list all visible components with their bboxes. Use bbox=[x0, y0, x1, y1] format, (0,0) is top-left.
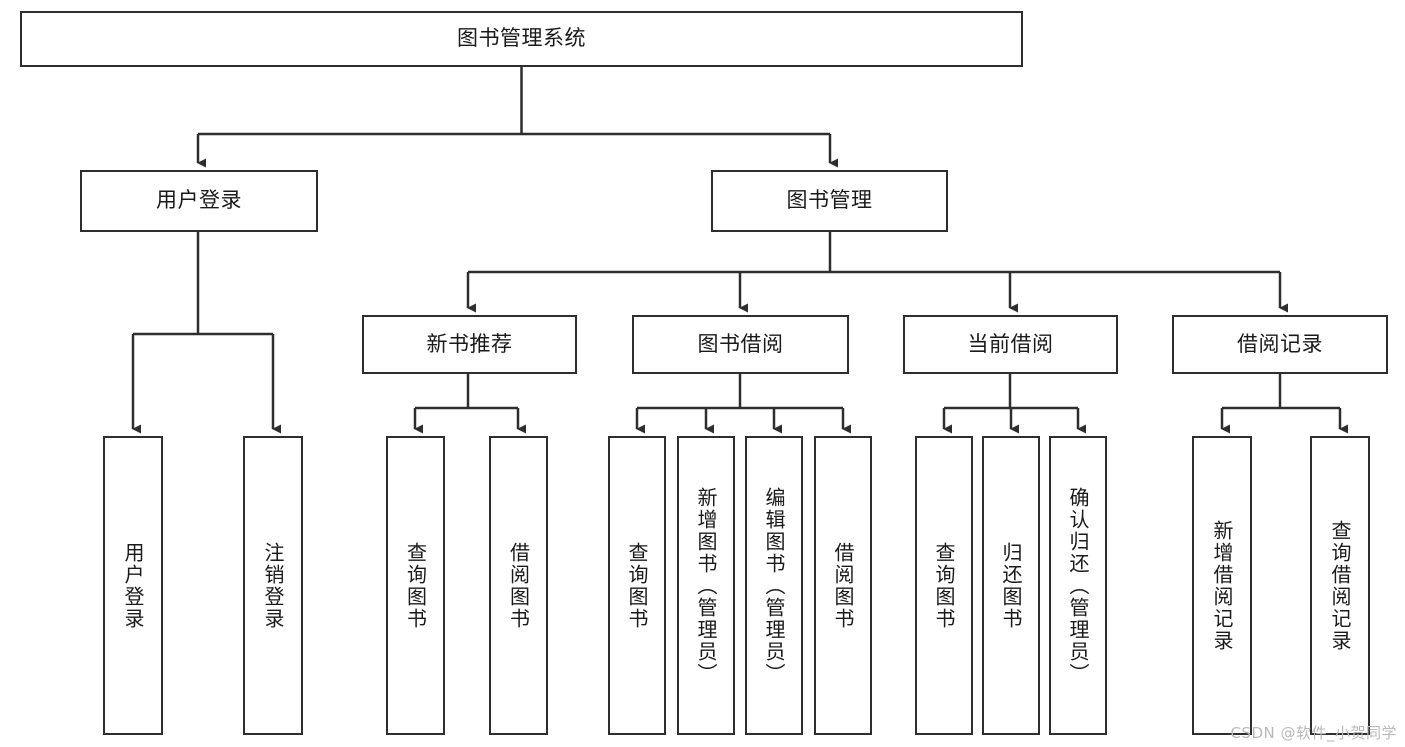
node-new-book-rec[interactable]: 新书推荐 bbox=[362, 315, 577, 374]
node-leaf-2[interactable]: 注销登录 bbox=[243, 436, 303, 735]
node-user-login[interactable]: 用户登录 bbox=[80, 170, 318, 232]
node-book-borrow-label: 图书借阅 bbox=[697, 331, 784, 356]
node-leaf-5[interactable]: 查询图书 bbox=[608, 436, 666, 735]
node-leaf-11-label: 确认归还（管理员） bbox=[1066, 486, 1090, 685]
node-leaf-1[interactable]: 用户登录 bbox=[103, 436, 163, 735]
node-borrow-record-label: 借阅记录 bbox=[1237, 331, 1323, 356]
node-leaf-3[interactable]: 查询图书 bbox=[386, 436, 445, 735]
node-leaf-11[interactable]: 确认归还（管理员） bbox=[1049, 436, 1107, 735]
node-leaf-8-label: 借阅图书 bbox=[831, 541, 855, 630]
node-leaf-8[interactable]: 借阅图书 bbox=[814, 436, 872, 735]
node-current-borrow-label: 当前借阅 bbox=[967, 331, 1054, 356]
node-leaf-6-label: 新增图书（管理员） bbox=[694, 486, 718, 685]
node-book-borrow[interactable]: 图书借阅 bbox=[632, 315, 849, 374]
node-leaf-7[interactable]: 编辑图书（管理员） bbox=[745, 436, 803, 735]
node-root[interactable]: 图书管理系统 bbox=[20, 11, 1023, 67]
node-root-label: 图书管理系统 bbox=[457, 26, 586, 51]
node-leaf-1-label: 用户登录 bbox=[121, 541, 145, 630]
node-leaf-10-label: 归还图书 bbox=[999, 541, 1023, 630]
node-leaf-3-label: 查询图书 bbox=[403, 541, 428, 630]
node-leaf-12[interactable]: 新增借阅记录 bbox=[1192, 436, 1252, 735]
node-leaf-13-label: 查询借阅记录 bbox=[1328, 519, 1352, 652]
node-leaf-9-label: 查询图书 bbox=[932, 541, 956, 630]
node-book-manage[interactable]: 图书管理 bbox=[711, 170, 948, 232]
node-current-borrow[interactable]: 当前借阅 bbox=[903, 315, 1118, 374]
node-leaf-10[interactable]: 归还图书 bbox=[982, 436, 1040, 735]
csdn-watermark: CSDN @软件_小贺同学 bbox=[1230, 724, 1397, 742]
node-leaf-5-label: 查询图书 bbox=[625, 541, 649, 630]
node-new-book-rec-label: 新书推荐 bbox=[426, 331, 513, 356]
node-leaf-4-label: 借阅图书 bbox=[506, 541, 531, 630]
node-leaf-12-label: 新增借阅记录 bbox=[1210, 519, 1234, 652]
node-leaf-7-label: 编辑图书（管理员） bbox=[762, 486, 786, 685]
node-user-login-label: 用户登录 bbox=[156, 188, 242, 213]
node-leaf-9[interactable]: 查询图书 bbox=[915, 436, 973, 735]
node-leaf-4[interactable]: 借阅图书 bbox=[489, 436, 548, 735]
node-leaf-2-label: 注销登录 bbox=[261, 541, 285, 630]
node-leaf-13[interactable]: 查询借阅记录 bbox=[1310, 436, 1370, 735]
node-borrow-record[interactable]: 借阅记录 bbox=[1172, 315, 1388, 374]
node-leaf-6[interactable]: 新增图书（管理员） bbox=[677, 436, 735, 735]
node-book-manage-label: 图书管理 bbox=[786, 188, 873, 213]
